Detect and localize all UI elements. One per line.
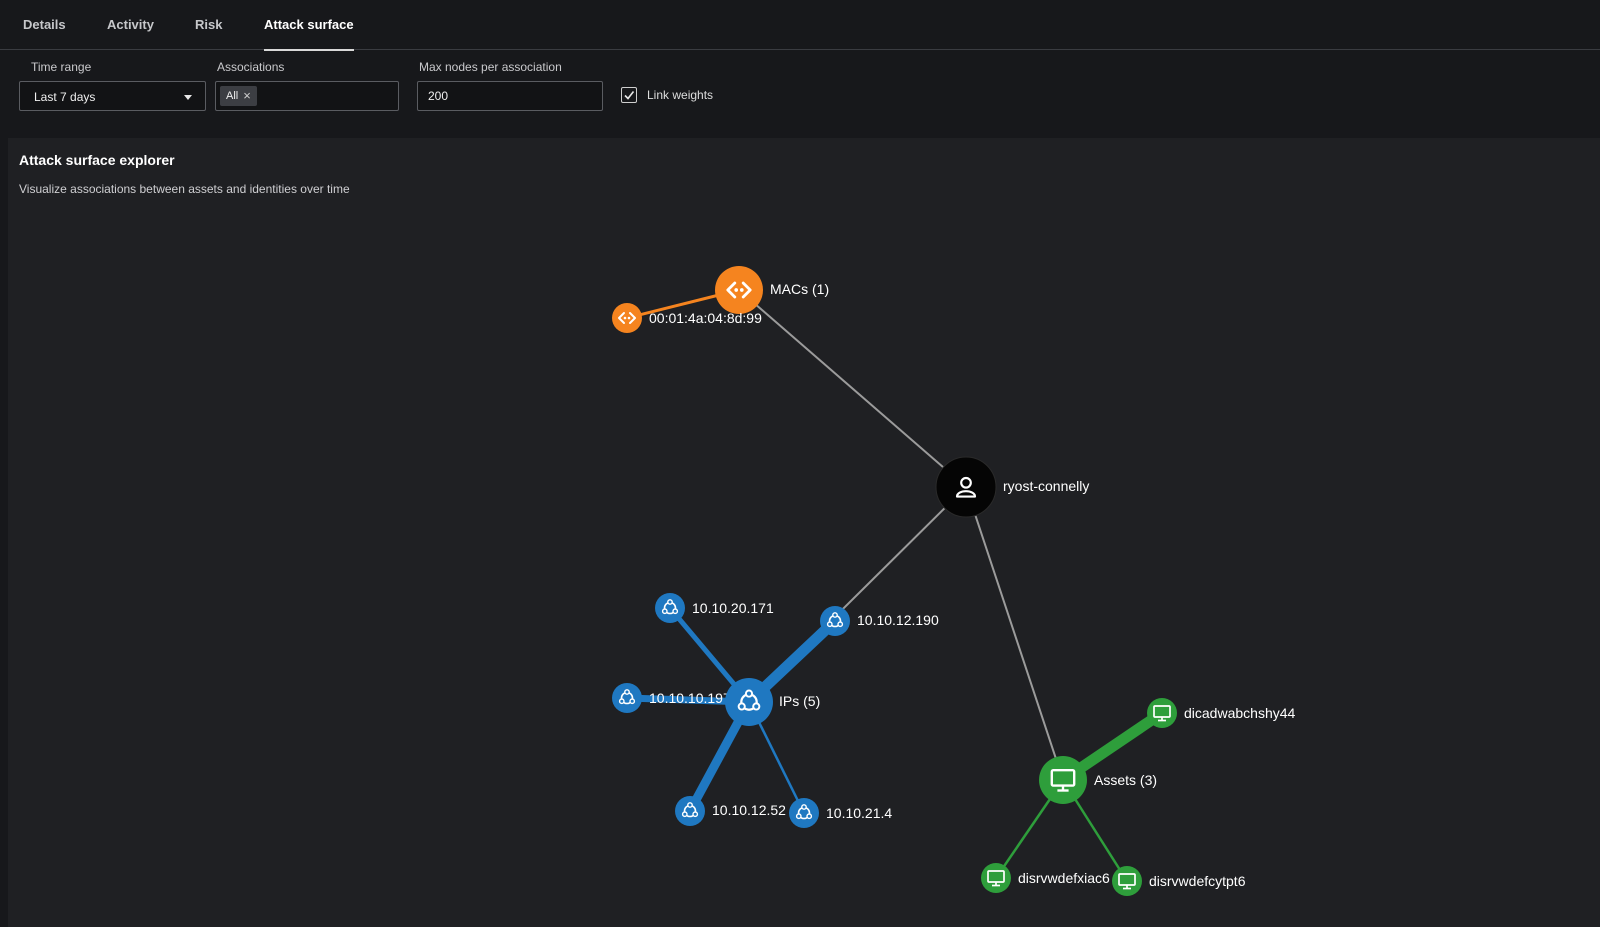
identity-node[interactable]: ryost-connelly — [935, 456, 1089, 518]
mac-node[interactable]: 00:01:4a:04:8d:99 — [612, 303, 762, 333]
mac-node-label: 00:01:4a:04:8d:99 — [649, 310, 762, 326]
time-range-value: Last 7 days — [34, 90, 96, 104]
associations-chip-label: All — [226, 90, 239, 102]
tab-details[interactable]: Details — [23, 17, 66, 32]
assets-group-node[interactable]: Assets (3) — [1039, 756, 1157, 804]
tab-risk[interactable]: Risk — [195, 17, 223, 32]
asset-node-label: disrvwdefxiac6 — [1018, 870, 1110, 886]
panel-subtitle: Visualize associations between assets an… — [19, 182, 350, 196]
ip-node-label: 10.10.20.171 — [692, 600, 774, 616]
ip-node-label: 10.10.12.190 — [857, 612, 939, 628]
panel-title: Attack surface explorer — [19, 152, 175, 168]
link-identity-macs — [738, 289, 967, 488]
assets-group-label: Assets (3) — [1094, 772, 1157, 788]
tab-activity[interactable]: Activity — [107, 17, 154, 32]
ip-node[interactable]: 10.10.21.4 — [789, 798, 892, 828]
max-nodes-field[interactable] — [417, 81, 603, 111]
time-range-select[interactable]: Last 7 days — [19, 81, 206, 111]
asset-node-label: disrvwdefcytpt6 — [1149, 873, 1246, 889]
identity-label: ryost-connelly — [1003, 478, 1089, 494]
close-icon[interactable]: × — [243, 88, 251, 103]
time-range-label: Time range — [31, 60, 92, 74]
link-weights-checkbox[interactable] — [621, 87, 637, 103]
chevron-down-icon — [184, 95, 192, 100]
ips-group-label: IPs (5) — [779, 693, 820, 709]
asset-node[interactable]: disrvwdefxiac6 — [981, 863, 1110, 893]
ip-node-label: 10.10.12.52 — [712, 802, 786, 818]
link-weights-label[interactable]: Link weights — [647, 88, 714, 102]
attack-surface-panel: Attack surface explorer Visualize associ… — [8, 138, 1600, 927]
ip-node-label: 10.10.21.4 — [826, 805, 892, 821]
ip-node[interactable]: 10.10.12.52 — [675, 796, 786, 826]
ip-node[interactable]: 10.10.12.190 — [820, 606, 939, 636]
asset-node[interactable]: disrvwdefcytpt6 — [1112, 866, 1246, 896]
asset-node-label: dicadwabchshy44 — [1184, 705, 1296, 721]
associations-multiselect[interactable]: All × — [215, 81, 399, 111]
tab-attack-surface[interactable]: Attack surface — [264, 0, 354, 51]
tab-bar: Details Activity Risk Attack surface — [0, 0, 1600, 51]
max-nodes-label: Max nodes per association — [419, 60, 562, 74]
associations-label: Associations — [217, 60, 285, 74]
associations-chip: All × — [220, 86, 257, 106]
ip-node[interactable]: 10.10.10.197 — [612, 683, 731, 713]
ips-group-node[interactable]: IPs (5) — [725, 678, 820, 726]
checkmark-icon — [624, 91, 635, 100]
ip-node[interactable]: 10.10.20.171 — [655, 593, 774, 623]
ip-node-label: 10.10.10.197 — [649, 690, 731, 706]
max-nodes-input[interactable] — [418, 82, 602, 110]
macs-group-label: MACs (1) — [770, 281, 829, 297]
asset-node[interactable]: dicadwabchshy44 — [1147, 698, 1296, 728]
macs-group-node[interactable]: MACs (1) — [715, 266, 829, 314]
link-identity-assets — [965, 486, 1064, 781]
